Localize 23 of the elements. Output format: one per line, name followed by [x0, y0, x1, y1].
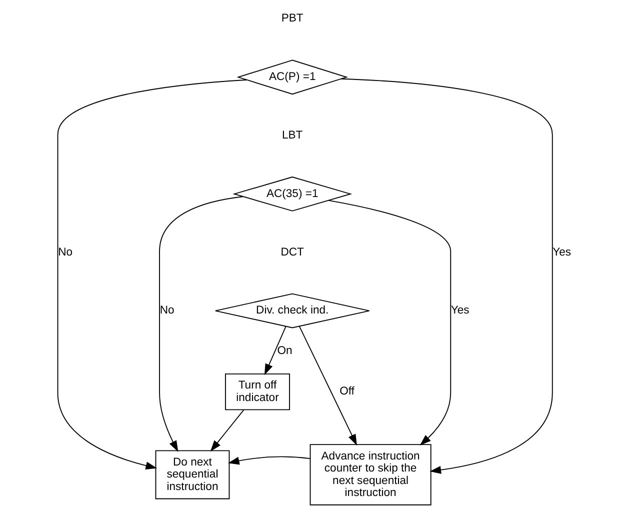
edge-label: Off — [340, 386, 354, 398]
node-box: Do next sequential instruction — [155, 450, 230, 500]
edge-label: On — [277, 344, 292, 357]
edge-label: No — [58, 246, 73, 258]
node-box: Advance instruction counter to skip the next sequential instruction — [310, 444, 432, 506]
edge-label: Yes — [450, 304, 470, 317]
arrow — [340, 78, 553, 474]
node-box: Turn off indicator — [225, 373, 290, 410]
arrow — [264, 326, 286, 376]
node-diamond: AC(P) =1 — [236, 60, 348, 95]
node-label: PBT — [281, 12, 304, 25]
arrow — [57, 79, 248, 470]
arrow — [328, 200, 452, 446]
node-label: LBT — [282, 129, 303, 142]
arrow — [159, 196, 244, 452]
edge-label: Yes — [552, 246, 572, 258]
node-diamond: AC(35) =1 — [232, 176, 352, 212]
arrow — [210, 409, 244, 452]
arrow — [228, 456, 311, 465]
node-diamond: Div. check ind. — [214, 293, 370, 328]
arrow — [298, 326, 357, 446]
edge-label: No — [160, 304, 174, 317]
node-label: DCT — [280, 246, 304, 258]
